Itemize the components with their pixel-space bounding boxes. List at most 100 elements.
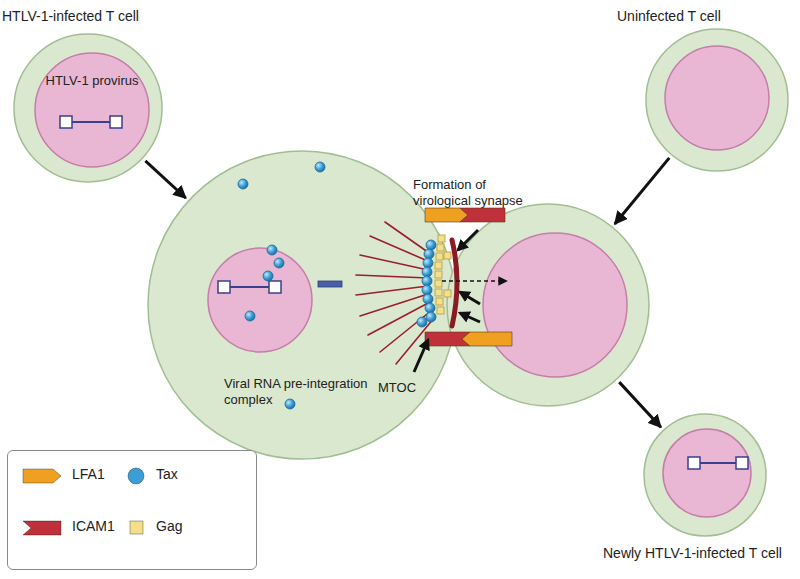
tax-dot xyxy=(274,258,284,268)
infection-arrow xyxy=(145,161,185,198)
gag-square xyxy=(435,271,442,278)
microtubule xyxy=(356,286,428,295)
ltr-square xyxy=(269,281,281,293)
nucleus-membrane xyxy=(665,46,769,150)
provirus-symbol xyxy=(60,116,122,128)
mtoc-label: MTOC xyxy=(378,380,438,396)
legend-box: LFA1 TaxICAM1 Gag xyxy=(7,450,257,570)
provirus-symbol xyxy=(688,457,748,469)
adhesion-pair xyxy=(425,332,512,346)
tax-dot xyxy=(424,249,434,259)
tax-dot xyxy=(285,399,295,409)
nucleus-outline xyxy=(34,52,150,168)
legend-label: ICAM1 xyxy=(72,518,115,535)
microtubule xyxy=(368,302,430,335)
infection-arrow xyxy=(619,382,661,427)
tax-dot xyxy=(422,285,432,295)
lfa1-molecule xyxy=(462,332,512,346)
legend-swatch xyxy=(22,520,62,536)
microtubules xyxy=(356,222,434,364)
icam1-molecule xyxy=(425,332,470,346)
newly-infected-t-cell: Newly HTLV-1-infected T cell xyxy=(643,413,767,537)
microtubule xyxy=(396,318,434,364)
tax-dot xyxy=(245,311,255,321)
nucleus-membrane xyxy=(663,429,751,517)
pointer-arrow xyxy=(460,313,480,322)
cell-outline xyxy=(147,150,457,460)
provirus-line xyxy=(230,286,269,288)
uninfected-t-cell: Uninfected T cell xyxy=(645,28,789,172)
provirus-line xyxy=(700,462,736,464)
tax-dot xyxy=(263,271,273,281)
target-t-cell: Formation of virological synapse xyxy=(446,203,650,407)
gag-square xyxy=(444,252,451,259)
swatch-shape xyxy=(23,521,61,535)
gag-square xyxy=(437,307,444,314)
ltr-square xyxy=(110,116,122,128)
ltr-square xyxy=(218,281,230,293)
legend-label: Tax xyxy=(156,466,178,483)
microtubule xyxy=(360,255,428,270)
legend-swatch xyxy=(22,468,62,484)
legend-label: LFA1 xyxy=(72,466,105,483)
cell-membrane xyxy=(14,34,162,182)
gag-square xyxy=(435,289,442,296)
tax-dot xyxy=(238,179,248,189)
ltr-square xyxy=(60,116,72,128)
microtubule xyxy=(385,222,432,255)
adhesion-pair xyxy=(425,208,505,222)
ltr-square xyxy=(688,457,700,469)
synapse-contact xyxy=(452,240,457,326)
cell-heading: Uninfected T cell xyxy=(617,8,797,25)
tax-dot xyxy=(422,267,432,277)
nucleus-membrane xyxy=(483,233,627,377)
infection-arrow xyxy=(615,158,670,224)
pointer-arrows xyxy=(414,230,480,372)
tax-dot xyxy=(426,312,436,322)
icam1-molecule xyxy=(460,208,505,222)
gag-square xyxy=(437,244,444,251)
gag-square xyxy=(436,298,443,305)
pointer-arrow xyxy=(458,230,478,250)
gag-square xyxy=(438,235,445,242)
transfer-arrow xyxy=(442,280,506,282)
microtubule xyxy=(380,310,432,352)
microtubule xyxy=(356,275,428,278)
legend-swatch xyxy=(126,466,146,486)
microtubule xyxy=(370,236,430,262)
lfa1-molecule xyxy=(425,208,468,222)
provirus-symbol xyxy=(218,281,281,293)
legend-label: Gag xyxy=(156,518,182,535)
provirus-line xyxy=(72,121,110,123)
tax-dot xyxy=(426,240,436,250)
infected-t-cell: HTLV-1-infected T cellHTLV-1 provirus xyxy=(13,33,163,183)
provirus-label: HTLV-1 provirus xyxy=(34,73,150,89)
tax-cluster xyxy=(417,240,436,327)
gag-square xyxy=(435,280,442,287)
nucleus-membrane xyxy=(208,248,312,352)
cell-outline xyxy=(645,28,789,172)
legend-swatch xyxy=(129,520,144,535)
nucleus-membrane xyxy=(35,53,149,167)
gag-proteins xyxy=(435,235,451,314)
synapse-heading: Formation of virological synapse xyxy=(413,177,538,208)
ltr-square xyxy=(736,457,748,469)
tax-dot xyxy=(315,162,325,172)
tax-dot xyxy=(422,276,432,286)
swatch-shape xyxy=(130,521,143,534)
tax-dot xyxy=(267,245,277,255)
nucleus: HTLV-1 provirus xyxy=(34,52,150,168)
cell-membrane xyxy=(148,151,456,459)
tax-dot xyxy=(425,303,435,313)
cell-heading: Newly HTLV-1-infected T cell xyxy=(603,545,800,562)
microtubule xyxy=(360,294,428,316)
tax-dot xyxy=(423,258,433,268)
cell-outline xyxy=(446,203,650,407)
infected-t-cell: Viral RNA pre-integration complexMTOC xyxy=(147,150,457,460)
swatch-shape xyxy=(128,468,144,484)
pointer-arrow xyxy=(414,340,428,372)
complex-label: Viral RNA pre-integration complex xyxy=(224,376,374,407)
viral-rna xyxy=(318,281,342,287)
